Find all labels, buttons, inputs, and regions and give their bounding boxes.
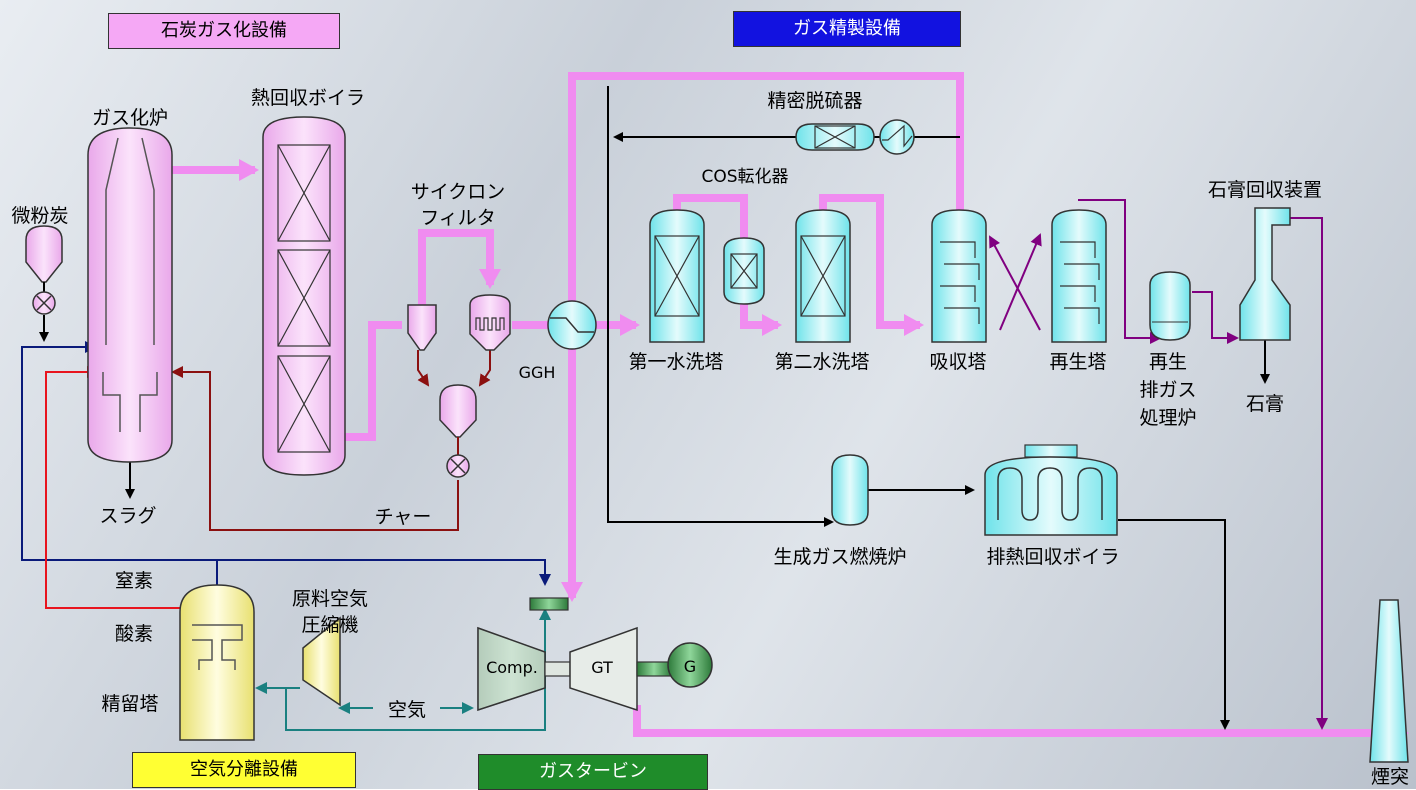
label-second-water-scrubber: 第二水洗塔 xyxy=(774,351,869,373)
label-pulverized-coal: 微粉炭 xyxy=(11,205,68,227)
label-gypsum: 石膏 xyxy=(1246,392,1284,415)
label-cos-converter: COS転化器 xyxy=(701,167,788,187)
syngas-combustor xyxy=(831,454,869,526)
label-air: 空気 xyxy=(388,699,426,721)
label-absorber: 吸収塔 xyxy=(929,351,986,373)
regen-offgas-furnace xyxy=(1149,271,1191,341)
gypsum-recovery-unit xyxy=(1239,207,1291,341)
gt-combustor xyxy=(529,597,569,611)
generator-shaft xyxy=(636,661,672,677)
label-regen-offgas-1: 再生 xyxy=(1149,351,1187,373)
cos-converter xyxy=(723,237,765,305)
section-air-separation-label: 空気分離設備 xyxy=(190,759,298,780)
section-gas-turbine-label: ガスタービン xyxy=(539,761,647,782)
label-regen-offgas-2: 排ガス xyxy=(1139,379,1196,401)
label-raw-air-compressor-2: 圧縮機 xyxy=(301,614,358,636)
first-water-scrubber xyxy=(649,209,705,343)
gas-turbine xyxy=(569,626,638,712)
section-air-separation: 空気分離設備 xyxy=(132,752,356,788)
section-coal-gasification: 石炭ガス化設備 xyxy=(108,13,340,49)
heat-recovery-boiler xyxy=(262,116,346,476)
label-ggh: GGH xyxy=(519,363,556,382)
label-nitrogen: 窒素 xyxy=(115,570,153,592)
cyclone xyxy=(407,304,437,351)
section-gas-cleanup: ガス精製設備 xyxy=(733,11,961,47)
regenerator xyxy=(1051,209,1107,343)
label-gypsum-recovery: 石膏回収装置 xyxy=(1208,178,1322,201)
label-char: チャー xyxy=(375,506,432,528)
gasifier xyxy=(87,127,173,463)
label-compressor: Comp. xyxy=(486,658,538,677)
label-distillation-column: 精留塔 xyxy=(101,693,158,715)
label-heat-recovery-boiler: 熱回収ボイラ xyxy=(251,87,365,109)
label-regenerator: 再生塔 xyxy=(1049,351,1106,373)
label-regen-offgas-3: 処理炉 xyxy=(1139,407,1196,429)
gt-shaft xyxy=(544,661,571,677)
char-hopper xyxy=(439,384,477,478)
label-precise-desulfurizer: 精密脱硫器 xyxy=(767,90,862,112)
filter xyxy=(469,294,511,351)
section-coal-gasification-label: 石炭ガス化設備 xyxy=(161,20,287,41)
absorber xyxy=(931,209,987,343)
label-slag: スラグ xyxy=(99,505,156,527)
label-filter: フィルタ xyxy=(420,207,496,229)
thin-lines xyxy=(21,86,1328,731)
section-gas-turbine: ガスタービン xyxy=(478,754,708,790)
label-gt: GT xyxy=(591,658,613,677)
raw-air-compressor xyxy=(302,616,341,707)
label-cyclone: サイクロン xyxy=(411,181,506,203)
distillation-column xyxy=(179,584,255,741)
section-gas-cleanup-label: ガス精製設備 xyxy=(793,18,901,39)
diagram-labels: ガス化炉 熱回収ボイラ 微粉炭 サイクロン フィルタ スラグ チャー GGH 精… xyxy=(11,87,1409,788)
pulverized-coal-hopper xyxy=(25,225,63,315)
label-raw-air-compressor-1: 原料空気 xyxy=(292,588,368,610)
generator xyxy=(667,642,713,688)
label-gasifier: ガス化炉 xyxy=(92,107,168,129)
label-syngas-combustor: 生成ガス燃焼炉 xyxy=(773,546,906,568)
ggh-heat-exchanger xyxy=(547,300,597,350)
stack xyxy=(1369,599,1409,763)
label-exhaust-heat-boiler: 排熱回収ボイラ xyxy=(986,546,1119,568)
second-water-scrubber xyxy=(795,209,851,343)
precise-desulfurizer xyxy=(795,119,915,155)
gas-turbine-compressor xyxy=(477,626,546,712)
label-generator: G xyxy=(684,657,696,676)
label-stack: 煙突 xyxy=(1371,766,1409,788)
exhaust-heat-recovery-boiler xyxy=(984,444,1118,536)
label-oxygen: 酸素 xyxy=(115,623,153,645)
label-first-water-scrubber: 第一水洗塔 xyxy=(628,351,723,373)
